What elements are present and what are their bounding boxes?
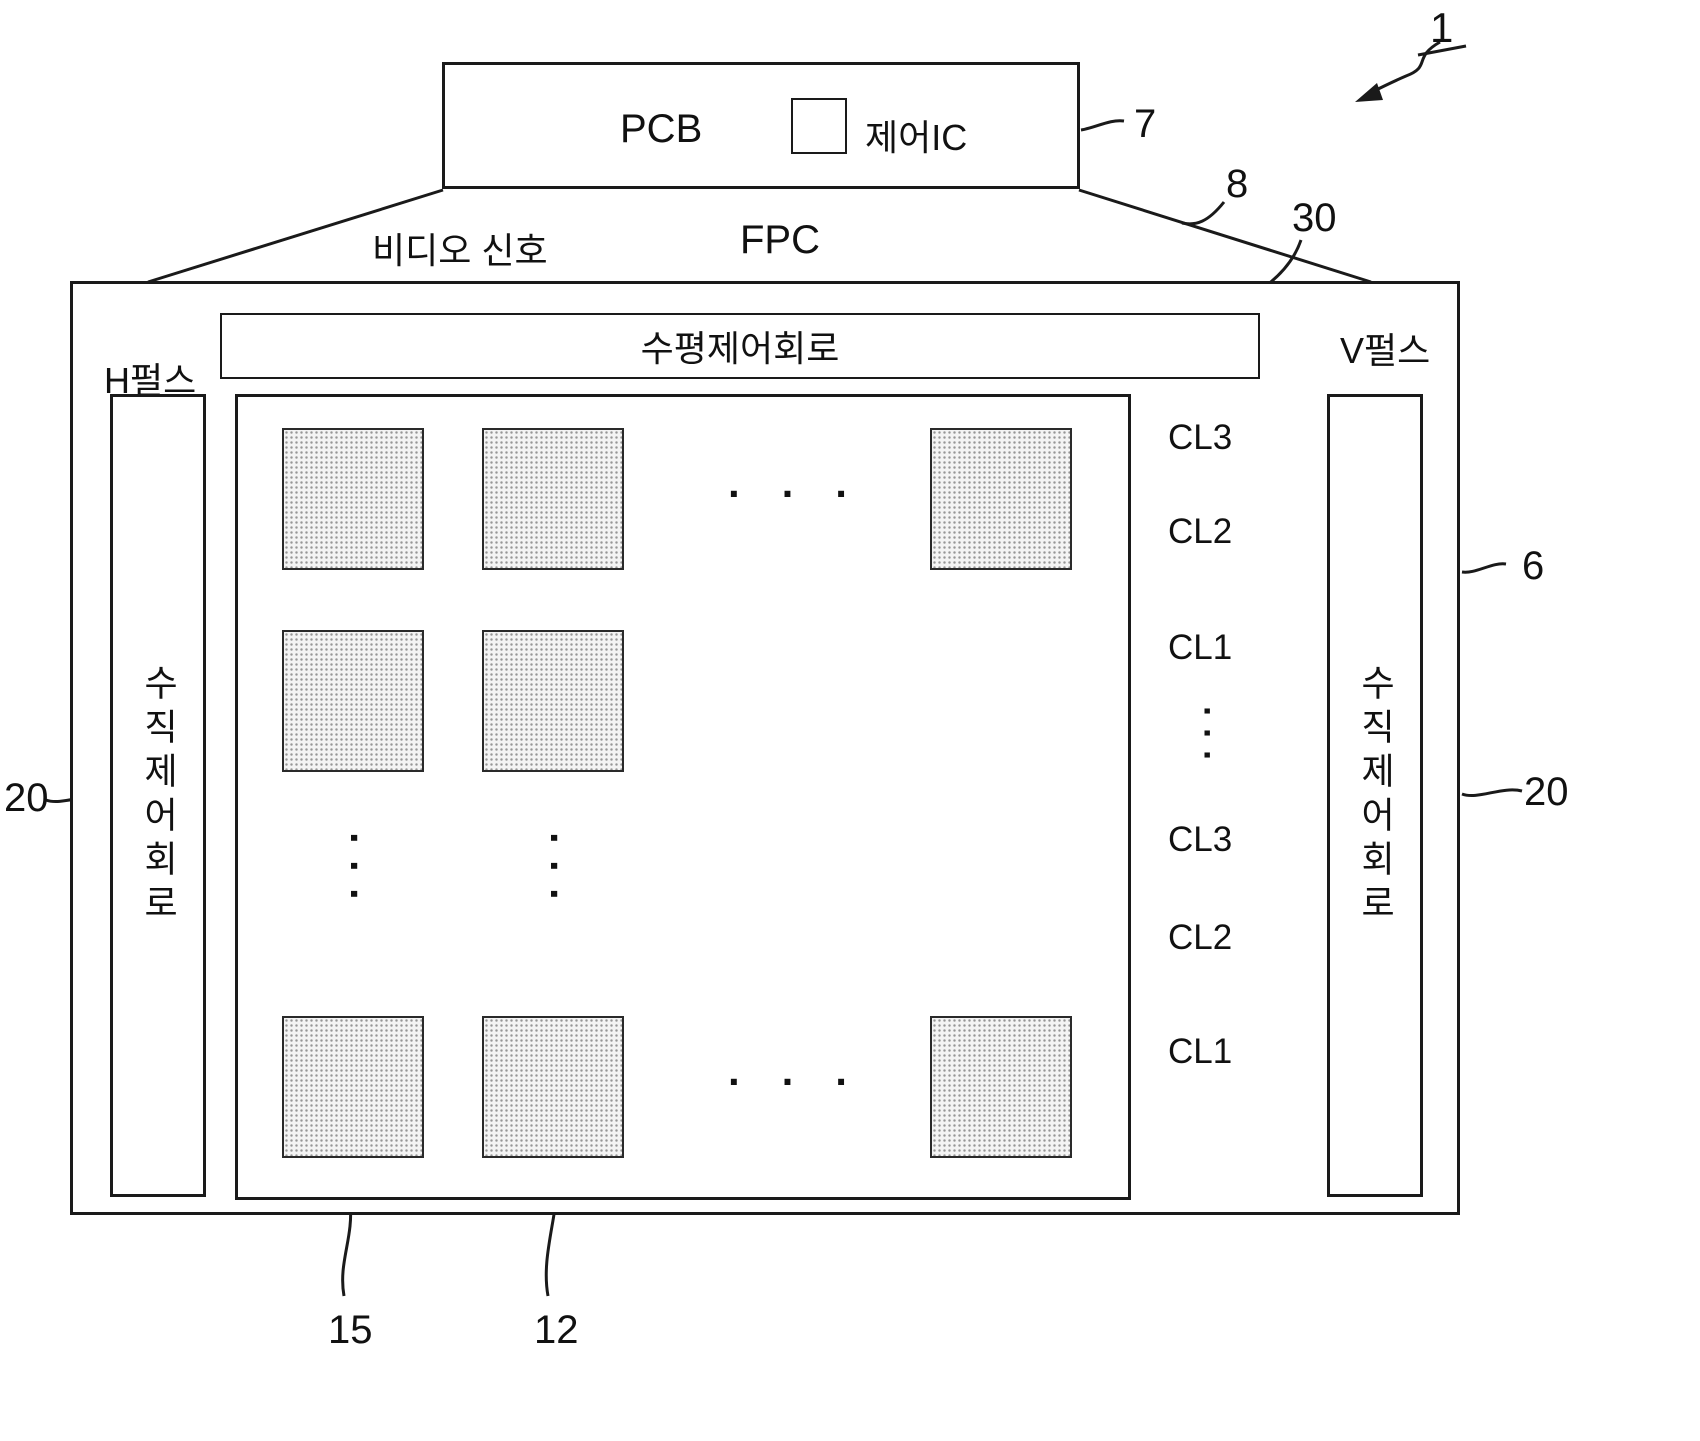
pixel-block xyxy=(930,428,1072,570)
video-signal-label: 비디오 신호 xyxy=(372,230,548,271)
ref-7-label: 7 xyxy=(1134,102,1157,146)
horizontal-control-circuit-box: 수평제어회로 xyxy=(220,313,1260,379)
pixel-block xyxy=(282,630,424,772)
fpc-label: FPC xyxy=(740,218,820,262)
v-pulse-label: V펄스 xyxy=(1340,330,1431,371)
control-ic-label: 제어IC xyxy=(865,117,968,158)
column-ellipsis-left: ··· xyxy=(331,832,378,916)
pixel-block xyxy=(282,428,424,570)
ref-6-label: 6 xyxy=(1522,544,1545,588)
ref-12-label: 12 xyxy=(534,1308,579,1352)
pixel-block xyxy=(930,1016,1072,1158)
left-vertical-control-label: 수직제어회로 xyxy=(138,663,179,928)
cl3-upper-label: CL3 xyxy=(1168,418,1233,457)
right-vertical-control-label: 수직제어회로 xyxy=(1355,663,1396,928)
arrowhead xyxy=(1355,83,1383,102)
control-ic-box xyxy=(791,98,847,154)
pcb-label: PCB xyxy=(620,107,703,151)
cl1-lower-label: CL1 xyxy=(1168,1032,1233,1071)
pixel-block xyxy=(482,1016,624,1158)
horizontal-control-circuit-label: 수평제어회로 xyxy=(640,328,840,369)
ref-20-right-label: 20 xyxy=(1524,770,1569,814)
cl-ellipsis: ··· xyxy=(1187,706,1228,772)
cl3-lower-label: CL3 xyxy=(1168,820,1233,859)
right-vertical-control-box: 수직제어회로 xyxy=(1327,394,1423,1197)
ref-30-label: 30 xyxy=(1292,196,1337,240)
pixel-block xyxy=(482,630,624,772)
left-vertical-control-box: 수직제어회로 xyxy=(110,394,206,1197)
pcb-box: PCB 제어IC xyxy=(442,62,1080,189)
row-ellipsis-top: · · · xyxy=(728,470,864,517)
cl2-upper-label: CL2 xyxy=(1168,512,1233,551)
cl2-lower-label: CL2 xyxy=(1168,918,1233,957)
ref-8-label: 8 xyxy=(1226,162,1249,206)
ref-15-label: 15 xyxy=(328,1308,373,1352)
pixel-block xyxy=(482,428,624,570)
ref-20-left-label: 20 xyxy=(4,776,49,820)
ref-1-label: 1 xyxy=(1430,4,1454,51)
row-ellipsis-bottom: · · · xyxy=(728,1058,864,1105)
pixel-block xyxy=(282,1016,424,1158)
column-ellipsis-right: ··· xyxy=(531,832,578,916)
cl1-upper-label: CL1 xyxy=(1168,628,1233,667)
